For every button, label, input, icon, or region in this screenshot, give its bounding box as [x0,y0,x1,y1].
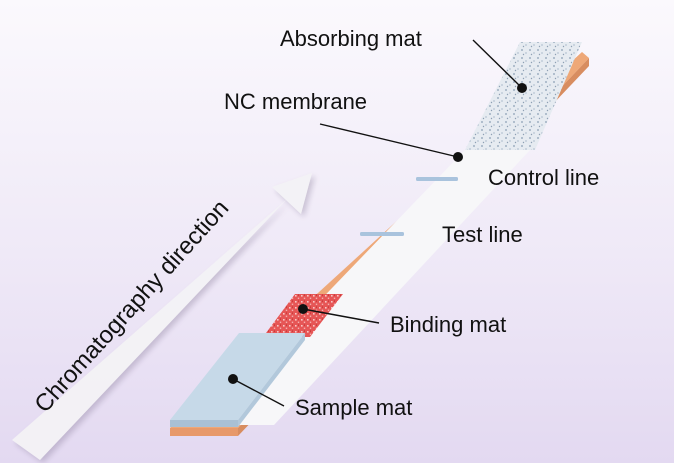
binding-mat-dot [298,304,308,314]
direction-arrow [12,173,312,460]
nc-membrane-dot [453,152,463,162]
test-line [360,232,404,236]
absorbing-mat [465,42,582,150]
nc-membrane-label: NC membrane [224,89,367,114]
control-line [416,177,458,181]
nc-membrane-leader [319,123,459,158]
sample-mat [170,333,305,427]
binding-mat-leader [302,308,380,324]
control-line-label: Control line [488,165,599,190]
absorbing-mat-dot [517,83,527,93]
sample-mat-label: Sample mat [295,395,412,420]
absorbing-mat-label: Absorbing mat [280,26,422,51]
sample-mat-dot [228,374,238,384]
sample-mat-leader [232,378,285,407]
test-line-label: Test line [442,222,523,247]
absorbing-mat-leader [472,39,523,89]
binding-mat-label: Binding mat [390,312,506,337]
binding-mat [263,294,343,337]
